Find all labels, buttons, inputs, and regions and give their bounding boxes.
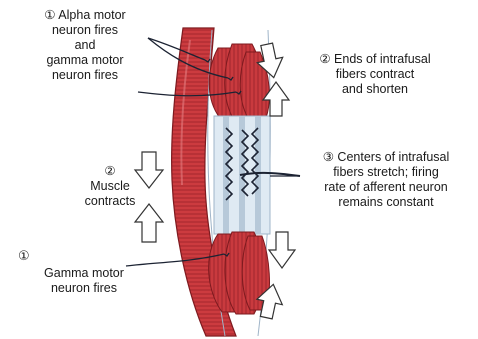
step-number: ① bbox=[44, 8, 55, 22]
step-number: ③ bbox=[323, 150, 334, 164]
intrafusal-lower-ends bbox=[209, 232, 270, 314]
label-gamma-fires: Gamma motor neuron fires bbox=[34, 266, 134, 296]
label-centers-stretch: ③ Centers of intrafusal fibers stretch; … bbox=[298, 150, 474, 210]
step-number: ② bbox=[70, 164, 150, 179]
label-alpha-gamma-fire: ① Alpha motor neuron fires and gamma mot… bbox=[10, 8, 160, 83]
label-ends-contract: ② Ends of intrafusal fibers contract and… bbox=[290, 52, 460, 97]
step-number-gamma: ① bbox=[18, 248, 30, 263]
intrafusal-upper-ends bbox=[209, 44, 269, 120]
label-muscle-contracts: ② Muscle contracts bbox=[70, 164, 150, 209]
step-number: ② bbox=[319, 52, 330, 66]
